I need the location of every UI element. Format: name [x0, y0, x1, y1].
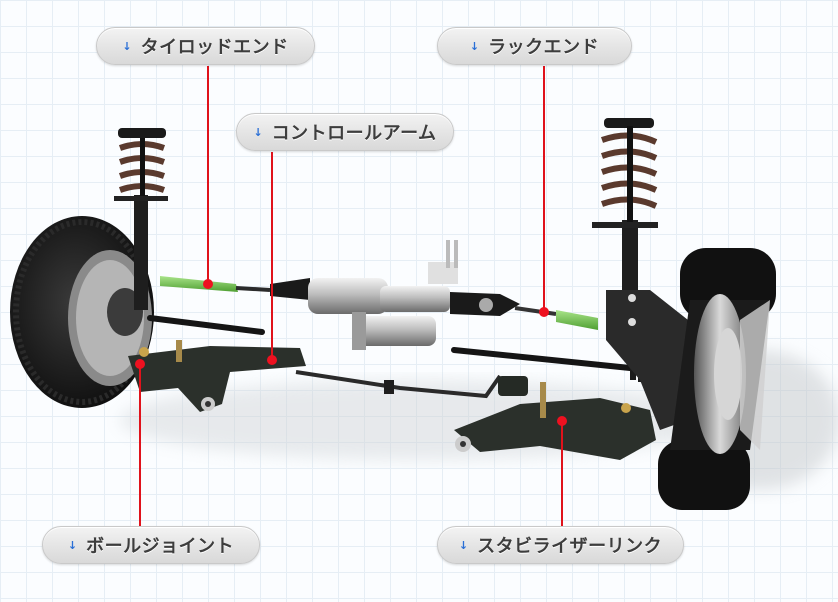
leader-line-control-arm — [271, 152, 273, 360]
left-tie-rod — [235, 286, 271, 292]
right-tie-rod — [514, 306, 557, 316]
leader-line-ball-joint — [139, 364, 141, 526]
label-tie-rod-end-text: タイロッドエンド — [140, 37, 289, 58]
right-control-arm — [454, 398, 656, 460]
leader-line-rack-end — [543, 66, 545, 312]
right-ball-joint — [621, 403, 631, 413]
arrow-down-icon: ↓ — [122, 39, 132, 53]
label-ball-joint-text: ボールジョイント — [86, 536, 235, 557]
left-stabilizer-link — [176, 340, 182, 362]
label-tie-rod-end-button[interactable]: ↓ タイロッドエンド — [96, 27, 315, 65]
arrow-down-icon: ↓ — [253, 125, 263, 139]
marker-dot-tie-rod-end[interactable] — [203, 279, 213, 289]
label-stabilizer-link-text: スタビライザーリンク — [477, 536, 663, 557]
left-wheel — [10, 216, 154, 408]
leader-line-stabilizer-link — [561, 421, 563, 526]
arrow-down-icon: ↓ — [469, 39, 480, 53]
right-wheel — [658, 248, 776, 510]
stabilizer-bar — [295, 370, 502, 399]
arrow-down-icon: ↓ — [458, 538, 469, 552]
arrow-down-icon: ↓ — [67, 538, 78, 552]
left-tie-rod-end — [160, 276, 238, 292]
right-stabilizer-link — [540, 382, 546, 418]
left-drive-shaft — [147, 315, 265, 335]
label-rack-end-text: ラックエンド — [488, 37, 600, 58]
label-ball-joint-button[interactable]: ↓ ボールジョイント — [42, 526, 260, 564]
label-rack-end-button[interactable]: ↓ ラックエンド — [437, 27, 632, 65]
left-strut — [114, 128, 168, 310]
right-strut — [592, 118, 688, 430]
right-tie-rod-end — [556, 310, 598, 330]
label-stabilizer-link-button[interactable]: ↓ スタビライザーリンク — [437, 526, 684, 564]
left-ball-joint — [139, 347, 149, 357]
marker-dot-stabilizer-link[interactable] — [557, 416, 567, 426]
left-control-arm — [128, 346, 306, 412]
leader-line-tie-rod-end — [207, 66, 209, 284]
marker-dot-ball-joint[interactable] — [135, 359, 145, 369]
label-control-arm-text: コントロールアーム — [271, 123, 437, 144]
marker-dot-control-arm[interactable] — [267, 355, 277, 365]
label-control-arm-button[interactable]: ↓ コントロールアーム — [236, 113, 454, 151]
steering-rack — [270, 240, 520, 350]
marker-dot-rack-end[interactable] — [539, 307, 549, 317]
right-drive-shaft — [451, 347, 633, 371]
